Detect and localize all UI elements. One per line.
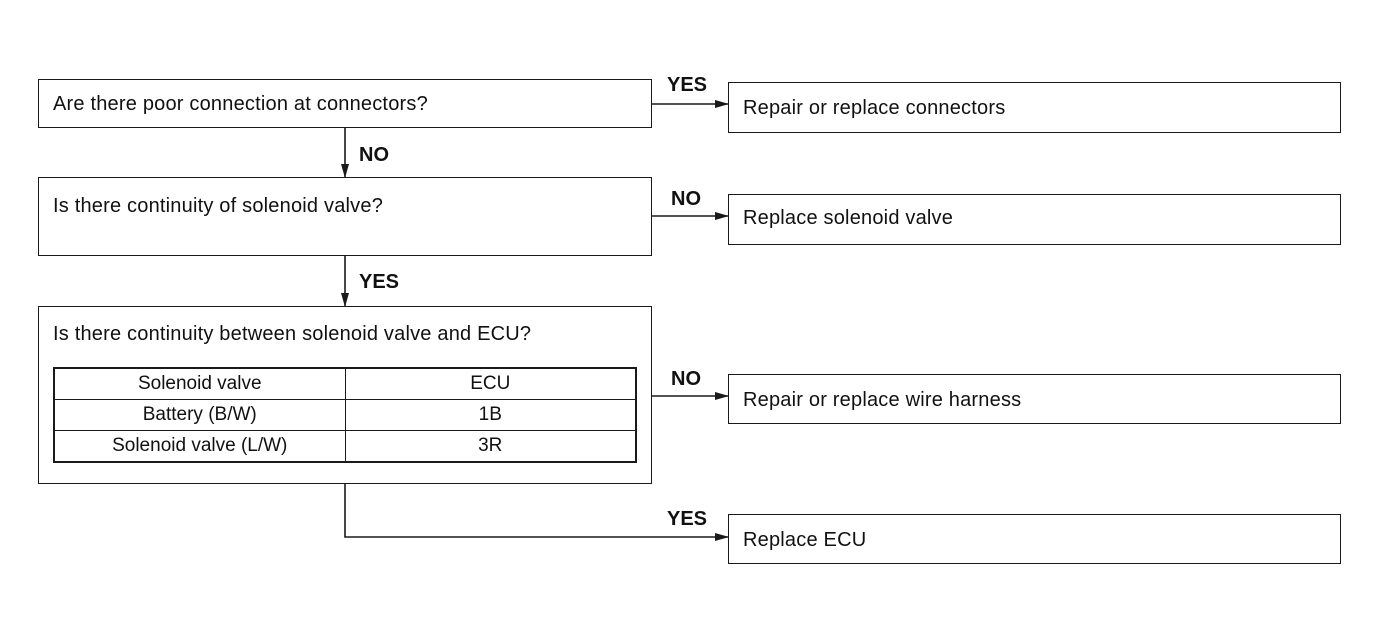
edge-label-q2-no: NO (671, 188, 701, 210)
arrow-q3-yes (344, 484, 729, 541)
table-header-row: Solenoid valve ECU (53, 367, 637, 400)
action-text-3: Repair or replace wire harness (743, 389, 1022, 411)
table-row: Solenoid valve (L/W) 3R (53, 430, 637, 463)
table-header-cell: Solenoid valve (53, 367, 346, 400)
action-box-1: Repair or replace connectors (728, 82, 1341, 133)
action-text-1: Repair or replace connectors (743, 97, 1006, 119)
question-box-3: Is there continuity between solenoid val… (38, 306, 652, 484)
edge-label-q2-yes: YES (359, 271, 400, 293)
action-text-2: Replace solenoid valve (743, 207, 954, 229)
table-cell: 3R (344, 430, 637, 463)
question-text-1: Are there poor connection at connectors? (53, 93, 428, 115)
action-text-4: Replace ECU (743, 529, 867, 551)
table-cell: Solenoid valve (L/W) (53, 430, 346, 463)
table-row: Battery (B/W) 1B (53, 399, 637, 431)
action-box-2: Replace solenoid valve (728, 194, 1341, 245)
action-box-3: Repair or replace wire harness (728, 374, 1341, 424)
question-text-2: Is there continuity of solenoid valve? (53, 195, 384, 217)
question-text-3: Is there continuity between solenoid val… (53, 323, 532, 345)
table-cell: 1B (344, 399, 637, 431)
action-box-4: Replace ECU (728, 514, 1341, 564)
question-box-2: Is there continuity of solenoid valve? (38, 177, 652, 256)
edge-label-q1-yes: YES (667, 74, 708, 96)
table-cell: Battery (B/W) (53, 399, 346, 431)
edge-label-q3-no: NO (671, 368, 701, 390)
question-box-1: Are there poor connection at connectors? (38, 79, 652, 128)
connection-table: Solenoid valve ECU Battery (B/W) 1B Sole… (53, 367, 637, 463)
table-header-cell: ECU (344, 367, 637, 400)
edge-label-q3-yes: YES (667, 508, 708, 530)
edge-label-q1-no: NO (359, 144, 389, 166)
